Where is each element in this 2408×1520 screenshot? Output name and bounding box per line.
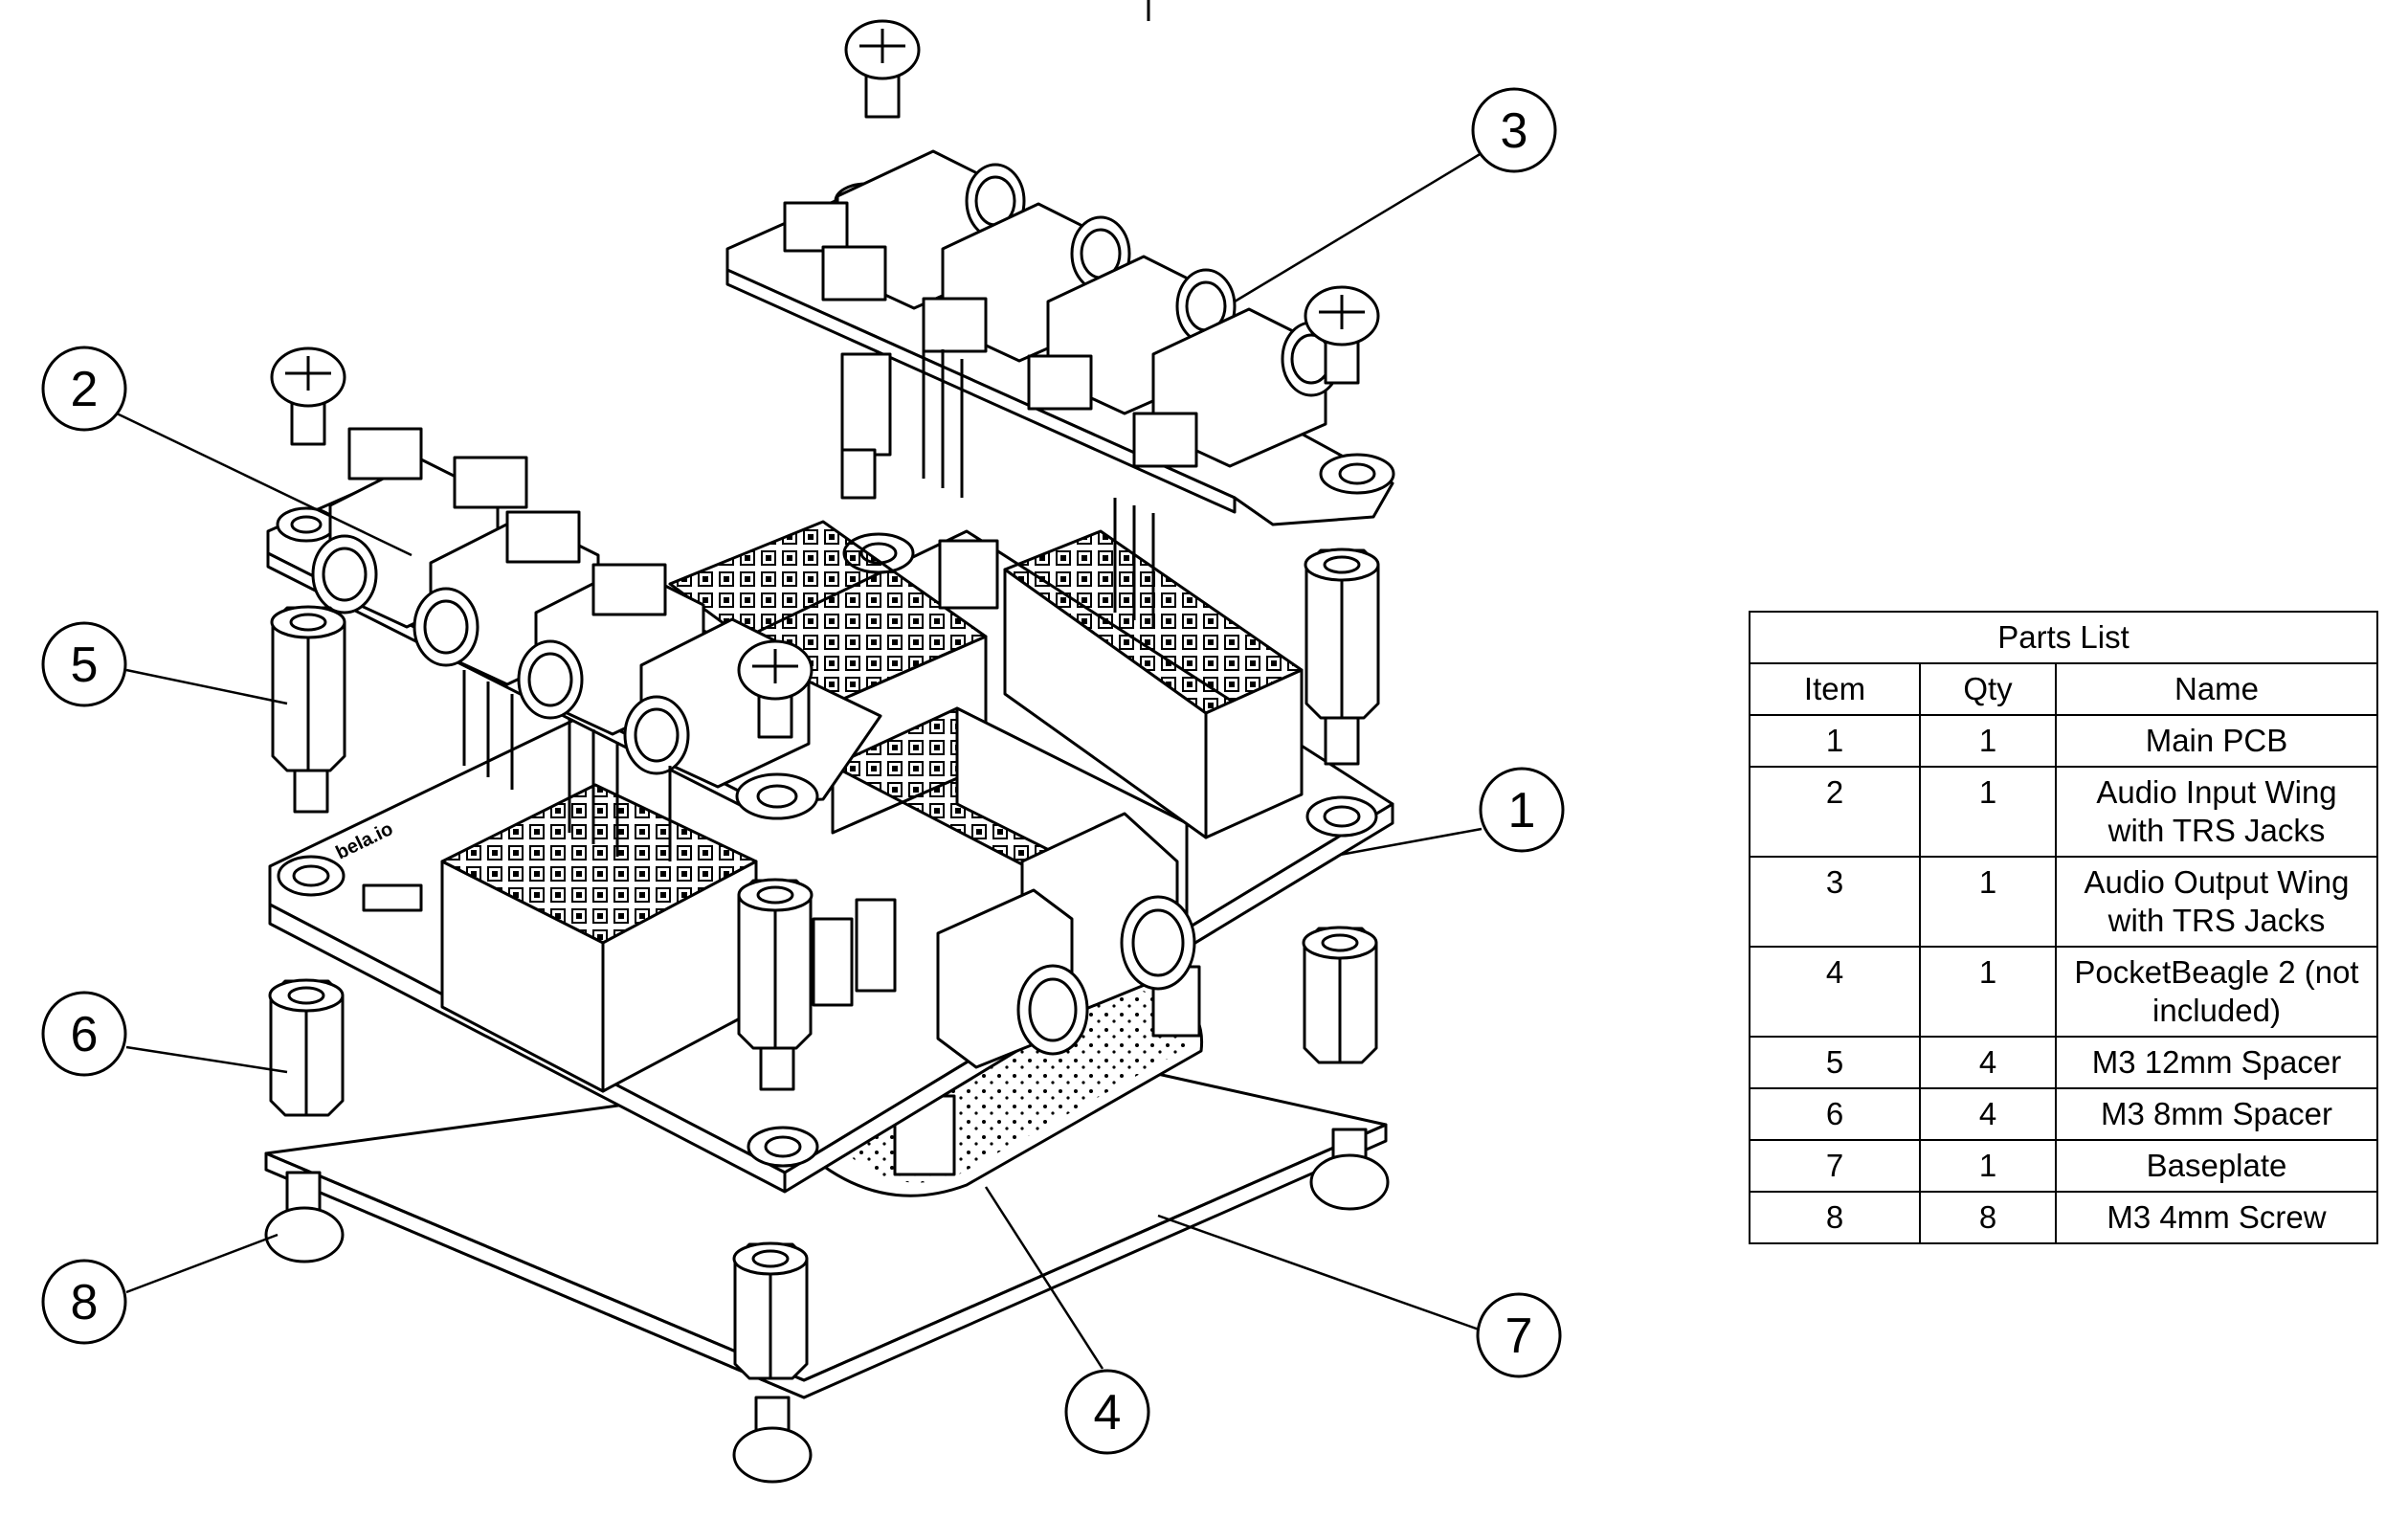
cell-qty: 1 (1919, 714, 2057, 768)
column-header-qty: Qty (1919, 662, 2057, 716)
callout-4: 4 (1064, 1369, 1150, 1455)
table-row: 3 1 Audio Output Wing with TRS Jacks (1749, 856, 2378, 948)
cell-name: M3 12mm Spacer (2055, 1036, 2378, 1089)
column-header-name: Name (2055, 662, 2378, 716)
spacers-12mm (270, 548, 1380, 1050)
screws (264, 19, 1390, 1484)
cell-name: Audio Input Wing with TRS Jacks (2055, 766, 2378, 858)
cell-qty: 4 (1919, 1087, 2057, 1141)
cell-name: M3 4mm Screw (2055, 1191, 2378, 1244)
cell-item: 1 (1749, 714, 1921, 768)
cell-qty: 8 (1919, 1191, 2057, 1244)
callout-3-label: 3 (1501, 103, 1528, 159)
spacer-8mm-right (1302, 926, 1378, 1064)
table-row: 5 4 M3 12mm Spacer (1749, 1036, 2378, 1089)
leader-3 (1234, 151, 1483, 303)
parts-list-title: Parts List (1749, 611, 2378, 664)
output-wing-standoff (840, 352, 892, 457)
output-wing-pins (922, 340, 1155, 628)
audio-output-wing (725, 149, 1395, 628)
cell-name: Baseplate (2055, 1139, 2378, 1193)
leader-1 (1339, 827, 1483, 857)
cell-qty: 4 (1919, 1036, 2057, 1089)
cell-qty: 1 (1919, 856, 2057, 948)
callouts: 1 2 3 4 5 6 7 (41, 87, 1565, 1455)
audio-input-wing (266, 427, 882, 861)
callout-5: 5 (41, 621, 127, 707)
leader-8 (125, 1233, 279, 1294)
spacer-8mm-front (732, 1241, 809, 1380)
parts-list-table: Parts List Item Qty Name 1 1 Main PCB 2 … (1749, 611, 2378, 1244)
callout-1: 1 (1479, 767, 1565, 853)
callout-7: 7 (1476, 1292, 1562, 1378)
screw-top-input-right (737, 639, 814, 739)
cell-name: M3 8mm Spacer (2055, 1087, 2378, 1141)
screw-top-output-left (844, 19, 921, 119)
table-row: 7 1 Baseplate (1749, 1139, 2378, 1193)
cell-item: 3 (1749, 856, 1921, 948)
callout-3: 3 (1471, 87, 1557, 173)
leader-lines (116, 151, 1483, 1370)
spacer-12mm-front (737, 878, 814, 1050)
callout-4-label: 4 (1094, 1385, 1122, 1441)
table-row: 8 8 M3 4mm Screw (1749, 1191, 2378, 1244)
table-row: 6 4 M3 8mm Spacer (1749, 1087, 2378, 1141)
callout-8: 8 (41, 1259, 127, 1345)
callout-7-label: 7 (1505, 1308, 1533, 1364)
output-wing-jacks (783, 149, 1342, 468)
spacers-8mm (268, 926, 1378, 1380)
column-header-item: Item (1749, 662, 1921, 716)
cell-item: 5 (1749, 1036, 1921, 1089)
screw-top-output-right (1304, 285, 1380, 385)
leader-7 (1157, 1214, 1483, 1332)
spacer-12mm-left (270, 605, 346, 772)
callout-1-label: 1 (1508, 783, 1536, 838)
leader-6 (125, 1045, 288, 1074)
callout-2: 2 (41, 346, 127, 432)
cell-item: 4 (1749, 946, 1921, 1038)
leader-4 (984, 1186, 1104, 1370)
leader-5 (125, 668, 288, 705)
table-row: 1 1 Main PCB (1749, 714, 2378, 768)
cell-qty: 1 (1919, 946, 2057, 1038)
callout-5-label: 5 (71, 637, 99, 693)
cell-qty: 1 (1919, 766, 2057, 858)
screw-top-input-left (270, 346, 346, 446)
cell-item: 8 (1749, 1191, 1921, 1244)
screw-bottom-right (1309, 1128, 1390, 1211)
callout-2-label: 2 (71, 362, 99, 417)
screw-bottom-left (264, 1171, 345, 1263)
main-pcb-trs-jack (936, 812, 1196, 1069)
cell-qty: 1 (1919, 1139, 2057, 1193)
cell-name: PocketBeagle 2 (not included) (2055, 946, 2378, 1038)
input-wing-pins (462, 670, 672, 861)
leader-2 (116, 412, 412, 557)
table-row: 4 1 PocketBeagle 2 (not included) (1749, 946, 2378, 1038)
cell-item: 2 (1749, 766, 1921, 858)
main-pcb: bela.io (268, 520, 1394, 1194)
cell-item: 7 (1749, 1139, 1921, 1193)
table-row: 2 1 Audio Input Wing with TRS Jacks (1749, 766, 2378, 858)
screw-bottom-front (732, 1396, 813, 1484)
cell-name: Audio Output Wing with TRS Jacks (2055, 856, 2378, 948)
input-wing-jacks (311, 427, 811, 789)
cell-item: 6 (1749, 1087, 1921, 1141)
callout-6: 6 (41, 991, 127, 1077)
callout-6-label: 6 (71, 1007, 99, 1062)
spacer-12mm-right (1304, 548, 1380, 720)
cell-name: Main PCB (2055, 714, 2378, 768)
callout-8-label: 8 (71, 1275, 99, 1330)
spacer-8mm-left (268, 978, 345, 1117)
